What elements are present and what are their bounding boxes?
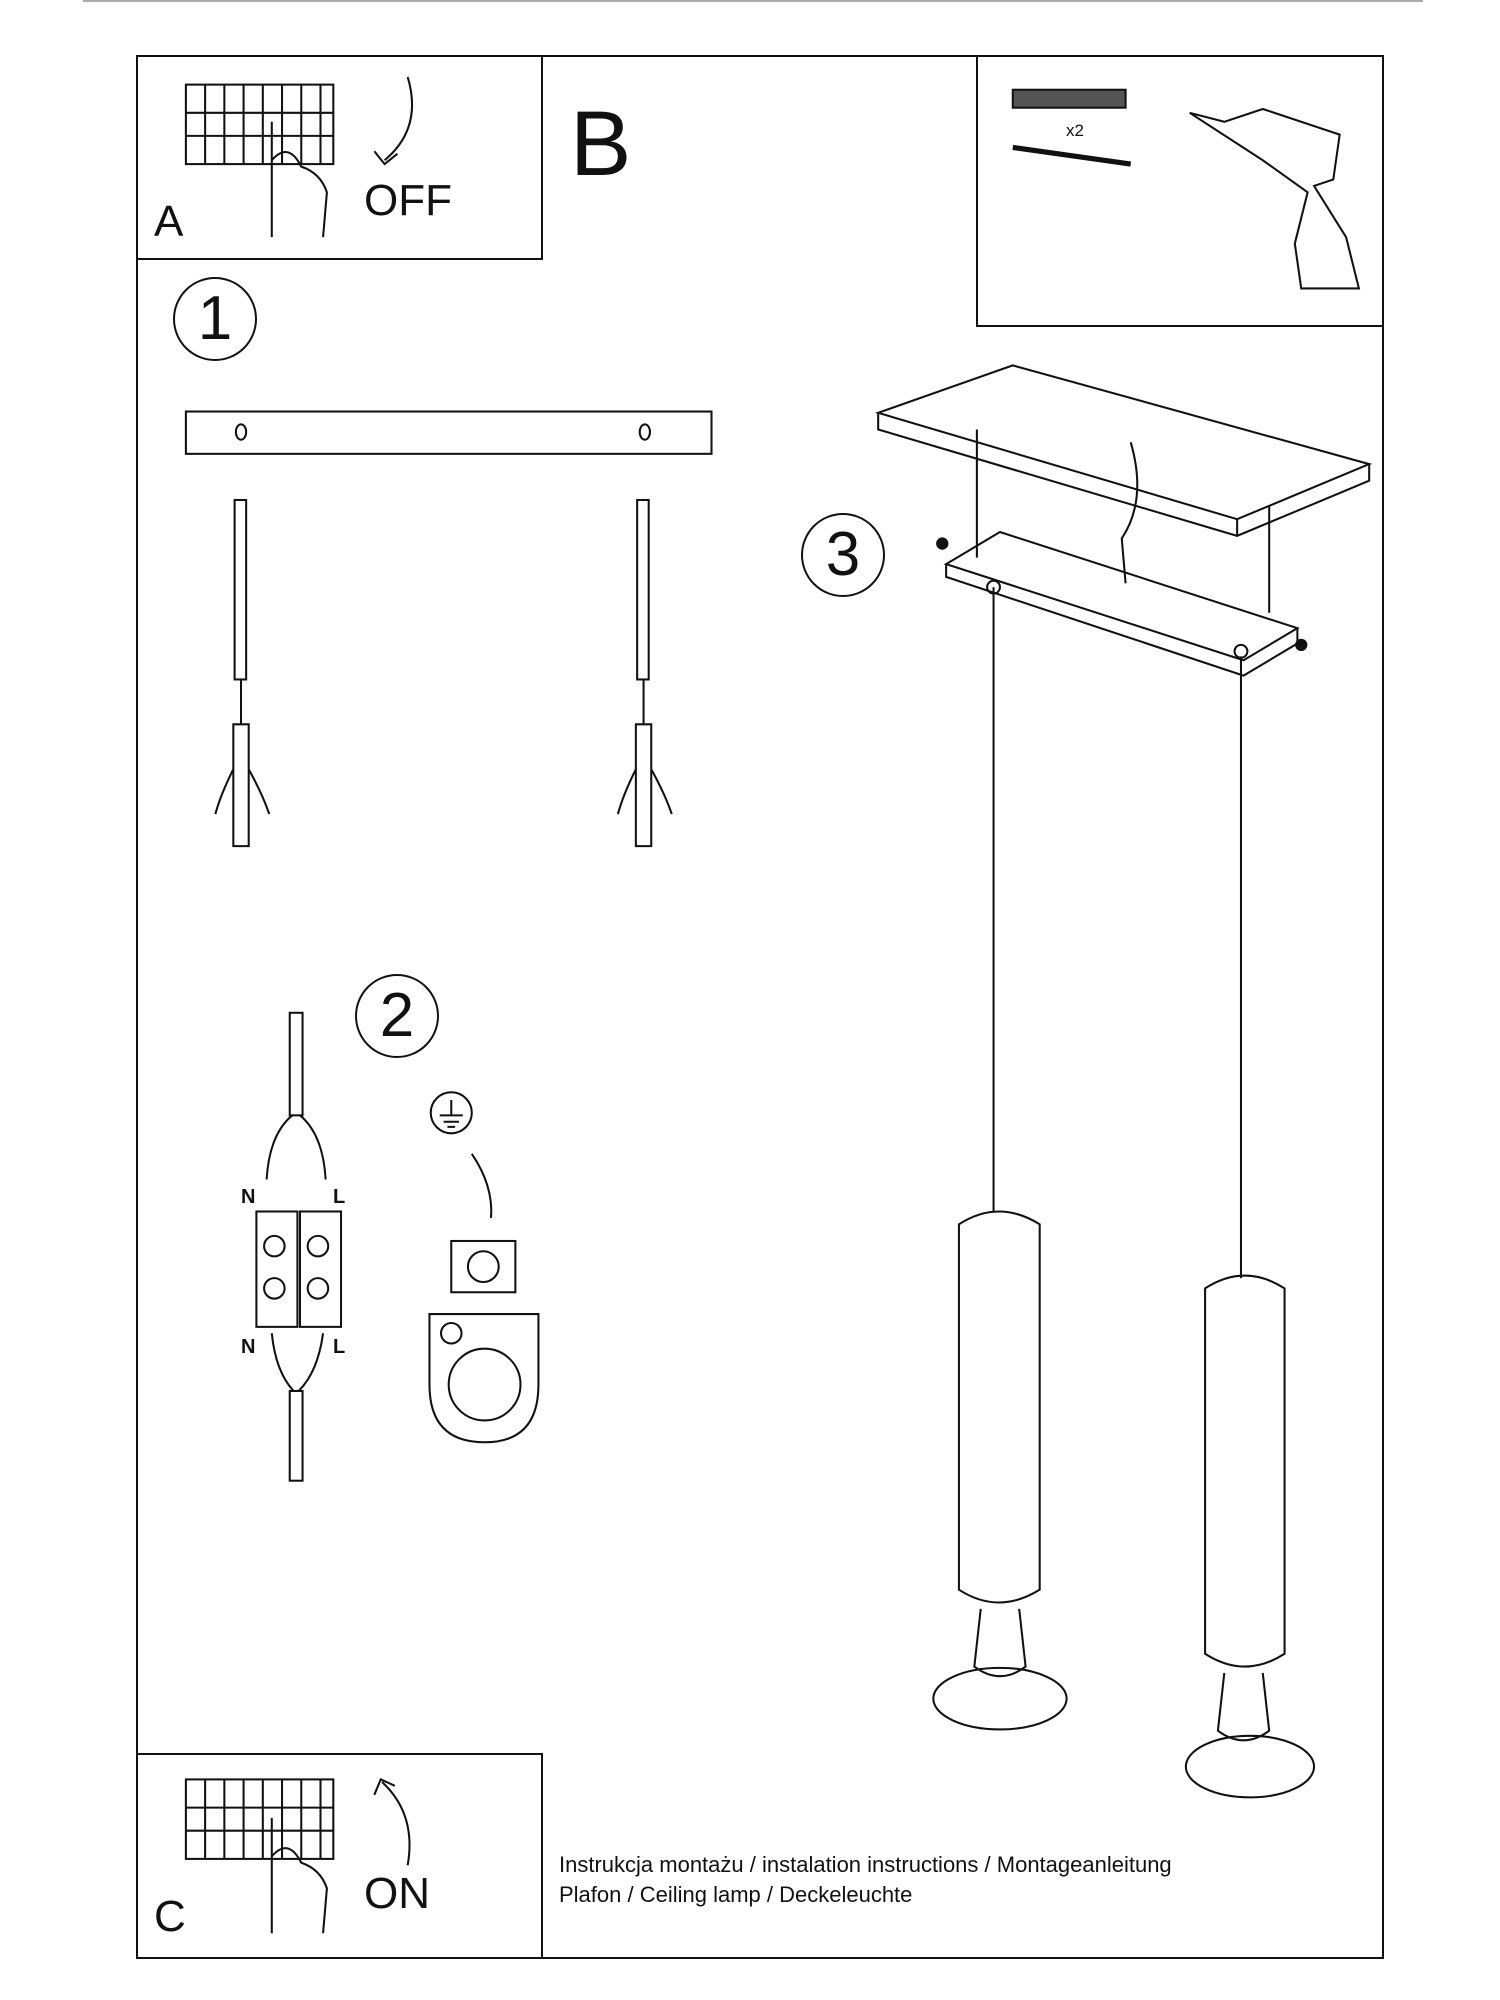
on-label: ON xyxy=(364,1869,430,1918)
outer-frame xyxy=(136,55,1384,1959)
quantity-label: x2 xyxy=(1066,121,1084,140)
live-top-label: L xyxy=(333,1186,346,1208)
product-type: Plafon / Ceiling lamp / Deckeleuchte xyxy=(559,1882,913,1907)
panel-b-label: B xyxy=(570,93,632,195)
instructions-title: Instrukcja montażu / instalation instruc… xyxy=(559,1852,1172,1877)
breaker-panel-off-icon xyxy=(184,76,414,238)
footer-info: Instrukcja montażu / instalation instruc… xyxy=(559,1850,1172,1910)
breaker-panel-on-icon xyxy=(184,1778,411,1934)
neutral-bottom-label: N xyxy=(241,1336,256,1358)
canopy xyxy=(936,530,1308,677)
drill-icon xyxy=(1189,107,1361,290)
live-bottom-label: L xyxy=(333,1336,346,1358)
panel-a-frame xyxy=(136,55,543,260)
ceiling-plate xyxy=(874,364,1373,613)
step-2-badge: 2 xyxy=(355,974,439,1058)
ground-terminal xyxy=(428,1091,540,1444)
neutral-top-label: N xyxy=(241,1186,256,1208)
pendant-lamps xyxy=(932,579,1316,1799)
panel-b-tools-frame xyxy=(976,55,1384,327)
mounting-bar-with-screws xyxy=(184,410,713,848)
off-label: OFF xyxy=(364,176,452,225)
panel-a-label: A xyxy=(154,197,184,246)
step-1-badge: 1 xyxy=(173,277,257,361)
panel-c-label: C xyxy=(154,1892,186,1941)
step-3-badge: 3 xyxy=(801,513,885,597)
top-rule xyxy=(83,0,1423,2)
wall-plug-and-screw-icon xyxy=(1011,88,1132,167)
panel-c-frame xyxy=(136,1753,543,1959)
terminal-block-wiring xyxy=(255,1011,343,1482)
